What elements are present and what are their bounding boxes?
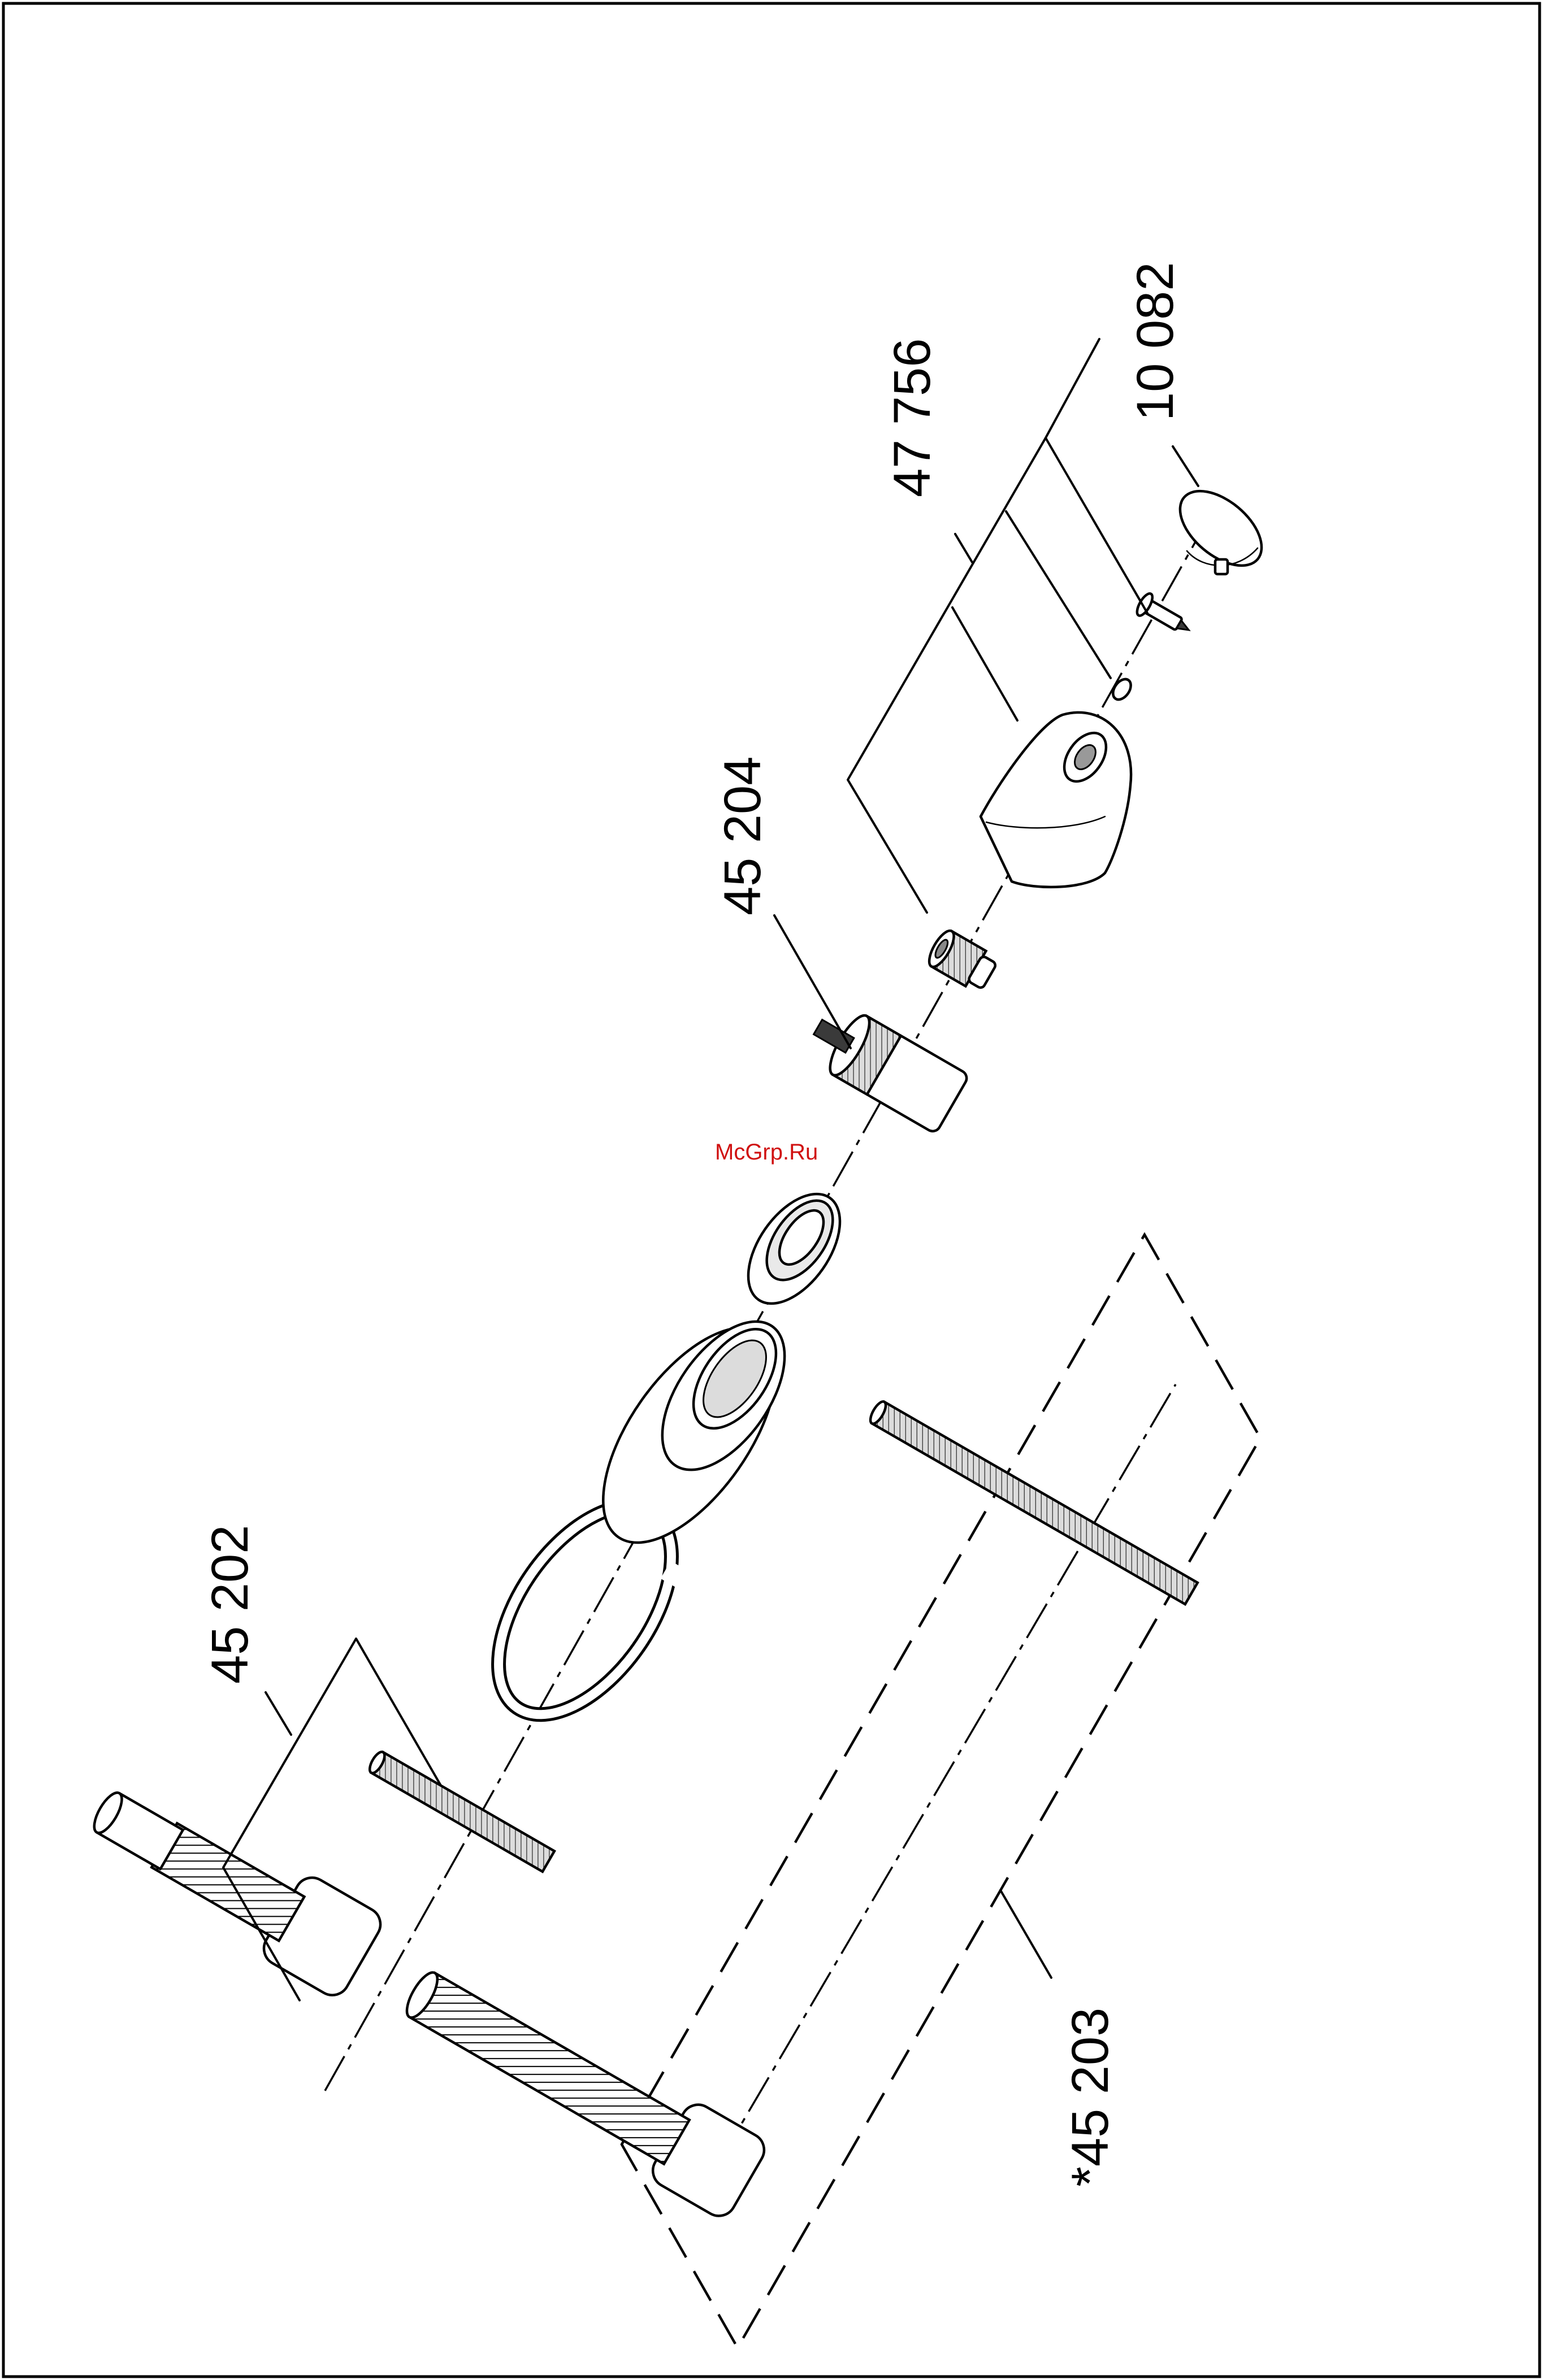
- label-47756: 47 756: [883, 338, 941, 497]
- spline-adapter: [925, 927, 1000, 994]
- long-extension-nipple-45203: [391, 1951, 770, 2222]
- hex-spindle-45202: [367, 1749, 554, 1871]
- watermark: McGrp.Ru: [715, 1140, 818, 1165]
- label-45203: *45 203: [1061, 2008, 1119, 2187]
- seal-ring: [730, 1178, 859, 1319]
- drawing-frame: [3, 3, 1540, 2377]
- leader-45203: [1000, 1890, 1051, 1978]
- label-45204: 45 204: [714, 757, 772, 915]
- leader-10082-top: [1046, 339, 1099, 438]
- cartridge-45204: [801, 998, 969, 1134]
- label-45202: 45 202: [201, 1525, 259, 1684]
- flange-rosette: [570, 1300, 809, 1571]
- leader-47756-b: [952, 607, 1017, 720]
- cover-cap-10082: [1167, 477, 1275, 580]
- leader-47756-c: [1006, 511, 1111, 678]
- leader-45204: [774, 915, 851, 1048]
- leader-47756-stem: [955, 534, 972, 562]
- washer: [1109, 676, 1134, 703]
- leader-10082: [1173, 446, 1198, 486]
- extension-nipple-45202: [76, 1767, 387, 2001]
- leader-45202-stem: [266, 1692, 291, 1735]
- label-10082: 10 082: [1126, 262, 1184, 421]
- lever-handle-47756: [981, 713, 1131, 887]
